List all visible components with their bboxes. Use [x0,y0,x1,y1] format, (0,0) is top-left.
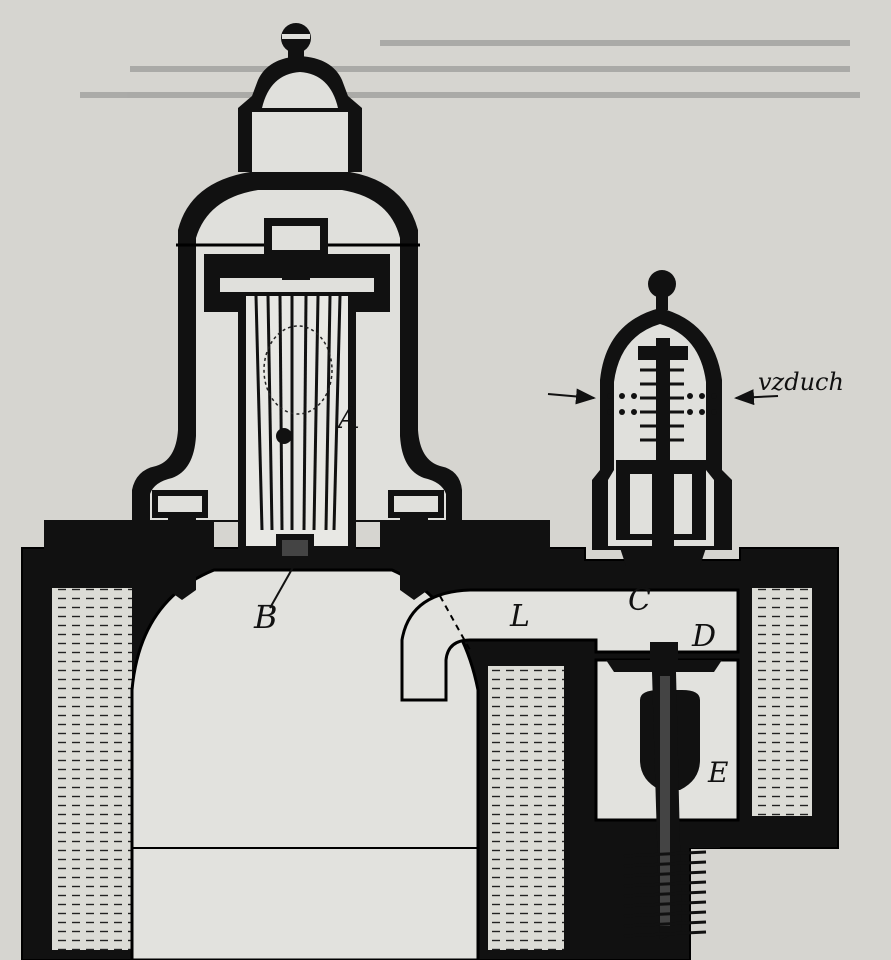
label-A: A [335,401,360,436]
leader-B [269,561,297,609]
label-L: L [509,599,530,634]
air-arrow-left [547,388,596,405]
air-valve-housing [592,270,732,940]
label-B: B [253,598,278,636]
label-E: E [707,756,728,789]
glow-tube-A [246,296,348,546]
air-arrow-right [734,389,779,406]
bolt-left [152,490,208,600]
label-air: vzduch [758,368,844,396]
lower-spring [623,850,707,938]
bolt-right [388,490,444,600]
cylinder-bore [130,568,480,960]
label-D: D [691,619,716,654]
label-C: C [628,583,651,618]
ignition-housing-left [44,23,550,600]
air-inlet-holes [607,393,717,415]
engine-block [21,547,839,960]
bleed-through-text [80,40,860,98]
poppet-valve-D [606,660,722,672]
air-flow-arrows [547,388,779,406]
